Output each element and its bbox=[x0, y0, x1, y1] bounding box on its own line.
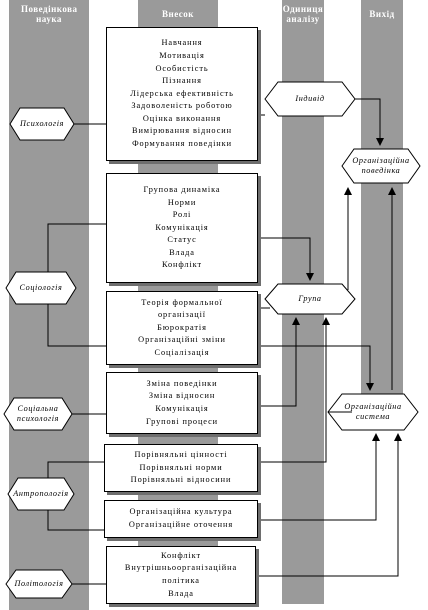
output-org-system: Організаційна система bbox=[328, 402, 418, 422]
unit-group: Група bbox=[265, 294, 355, 304]
discipline-label: Психологія bbox=[20, 119, 64, 128]
column-header-unit-of-analysis: Одиниця аналізу bbox=[278, 4, 328, 24]
contribution-item: Бюрократія bbox=[157, 322, 207, 332]
contribution-box-social-psychology: Зміна поведінки Зміна відносин Комунікац… bbox=[106, 372, 258, 434]
hexagon-org-behavior bbox=[341, 148, 421, 184]
discipline-label: Соціологія bbox=[19, 283, 63, 292]
contribution-item: Зміна відносин bbox=[148, 391, 216, 401]
contribution-item: Лідерська ефективність bbox=[130, 88, 234, 98]
output-line: Організаційна bbox=[344, 402, 402, 411]
column-header-contribution: Внесок bbox=[138, 9, 218, 19]
contribution-item: Конфлікт bbox=[161, 260, 203, 270]
contribution-item: Порівняльні цінності bbox=[134, 450, 228, 460]
output-line: система bbox=[355, 412, 391, 421]
contribution-item: Оцінка виконання bbox=[142, 113, 222, 123]
discipline-psychology: Психологія bbox=[10, 119, 74, 129]
contribution-item: Організаційна культура bbox=[129, 507, 233, 517]
hexagon-anthropology bbox=[7, 477, 75, 511]
contribution-item: Навчання bbox=[161, 38, 203, 48]
contribution-item: Комунікація bbox=[155, 404, 209, 413]
contribution-item: Внутрішньоорганізаційна bbox=[124, 563, 238, 573]
contribution-item: Організаційне оточення bbox=[128, 520, 234, 529]
discipline-social-psychology: Соціальна психологія bbox=[8, 404, 68, 424]
contribution-item: Статус bbox=[167, 235, 197, 245]
unit-label: Група bbox=[298, 294, 322, 303]
output-line: поведінка bbox=[361, 166, 401, 175]
output-org-behavior: Організаційна поведінка bbox=[342, 156, 420, 176]
column-title: Вихід bbox=[369, 9, 395, 19]
discipline-label: Соціальна психологія bbox=[16, 404, 60, 423]
column-title: Внесок bbox=[162, 9, 194, 19]
contribution-item: Організаційні зміни bbox=[138, 335, 226, 345]
contribution-item: організації bbox=[157, 310, 207, 320]
contribution-item: Влада bbox=[168, 588, 194, 598]
column-header-output: Вихід bbox=[361, 9, 403, 19]
contribution-box-political-science: Конфлікт Внутрішньоорганізаційна політик… bbox=[106, 546, 256, 604]
contribution-item: Вимірювання відносин bbox=[132, 126, 232, 136]
contribution-item: Комунікація bbox=[155, 222, 209, 232]
contribution-item: політика bbox=[162, 576, 200, 585]
contribution-box-psychology: Навчання Мотивація Особистість Пізнання … bbox=[106, 27, 258, 161]
hexagon-sociology bbox=[5, 271, 77, 305]
contribution-item: Теорія формальної bbox=[141, 297, 223, 307]
contribution-item: Формування поведінки bbox=[132, 139, 232, 149]
contribution-item: Пізнання bbox=[162, 76, 202, 86]
hexagon-group bbox=[264, 283, 356, 315]
column-title: Одиниця аналізу bbox=[282, 4, 324, 24]
discipline-sociology: Соціологія bbox=[6, 283, 76, 293]
contribution-item: Конфлікт bbox=[160, 550, 202, 560]
contribution-box-sociology-2: Теорія формальної організації Бюрократія… bbox=[106, 291, 258, 365]
hexagon-org-system bbox=[327, 393, 419, 431]
column-header-behavioral-science: Поведінкова наука bbox=[9, 4, 89, 24]
contribution-item: Ролі bbox=[172, 210, 192, 220]
discipline-label: Антропологія bbox=[13, 489, 69, 498]
contribution-item: Особистість bbox=[155, 63, 209, 73]
contribution-item: Задоволеність роботою bbox=[131, 101, 233, 111]
unit-label: Індивід bbox=[295, 94, 325, 103]
contribution-item: Групова динаміка bbox=[143, 184, 221, 194]
contribution-item: Порівняльні відносини bbox=[130, 475, 232, 485]
contribution-item: Порівняльні норми bbox=[139, 462, 223, 472]
column-title: Поведінкова наука bbox=[21, 4, 78, 24]
contribution-item: Зміна поведінки bbox=[146, 378, 218, 388]
contribution-item: Влада bbox=[169, 247, 195, 257]
discipline-anthropology: Антропологія bbox=[8, 489, 74, 499]
discipline-label: Політологія bbox=[14, 579, 64, 588]
output-line: Організаційна bbox=[352, 156, 410, 165]
discipline-political-science: Політологія bbox=[6, 579, 72, 589]
contribution-box-sociology-1: Групова динаміка Норми Ролі Комунікація … bbox=[106, 173, 258, 283]
contribution-item: Групові процеси bbox=[145, 416, 219, 426]
contribution-item: Норми bbox=[167, 197, 197, 207]
contribution-box-anthropology-2: Організаційна культура Організаційне ото… bbox=[104, 500, 258, 538]
contribution-item: Мотивація bbox=[159, 50, 205, 60]
contribution-box-anthropology-1: Порівняльні цінності Порівняльні норми П… bbox=[104, 444, 258, 492]
column-band-output bbox=[361, 0, 403, 400]
contribution-item: Соціалізація bbox=[154, 347, 210, 357]
unit-individual: Індивід bbox=[265, 94, 355, 104]
